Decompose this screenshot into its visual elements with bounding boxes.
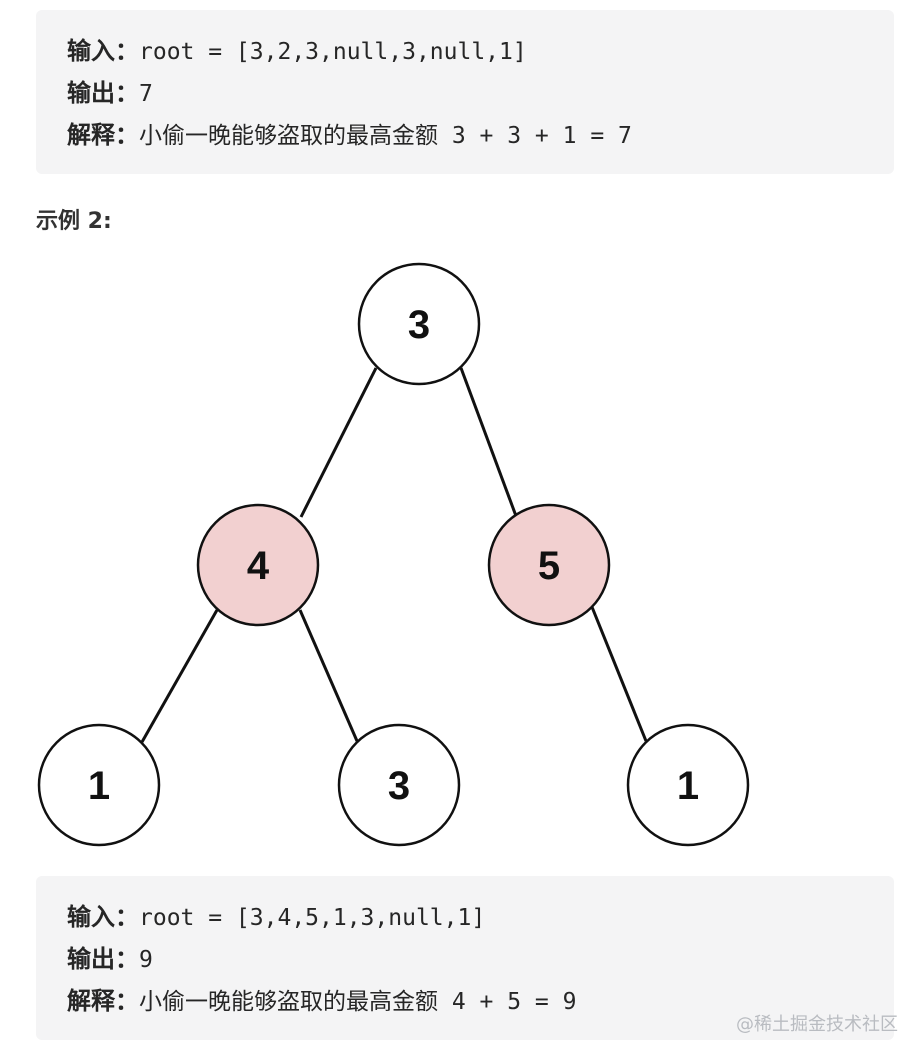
input-label: 输入： — [67, 37, 139, 65]
tree-edges — [140, 367, 648, 743]
explain-label: 解释： — [67, 987, 139, 1015]
explain-text: 小偷一晚能够盗取的最高金额 — [139, 123, 438, 149]
explain-expression: 3 + 3 + 1 = 7 — [438, 123, 632, 149]
input-label: 输入： — [67, 903, 139, 931]
tree-node-left: 4 — [196, 503, 320, 627]
node-circle-right — [487, 503, 611, 627]
example-2-explain-line: 解释：小偷一晚能够盗取的最高金额 4 + 5 = 9 — [67, 980, 894, 1022]
example-1-explain-line: 解释：小偷一晚能够盗取的最高金额 3 + 3 + 1 = 7 — [67, 114, 894, 156]
edge-root-left — [299, 367, 378, 518]
node-circle-root — [357, 262, 481, 386]
example-2-output-line: 输出：9 — [67, 938, 894, 980]
explain-expression: 4 + 5 = 9 — [438, 989, 577, 1015]
example-2-heading: 示例 2: — [36, 209, 112, 234]
tree-node-root: 3 — [357, 262, 481, 386]
tree-node-left-right: 3 — [337, 723, 461, 847]
node-circle-left-right — [337, 723, 461, 847]
edge-left-leftright — [298, 609, 359, 742]
edge-root-right — [459, 367, 518, 517]
node-circle-left-left — [37, 723, 161, 847]
input-value: root = [3,2,3,null,3,null,1] — [139, 39, 527, 65]
tree-node-right-right: 1 — [626, 723, 750, 847]
node-circle-left — [196, 503, 320, 627]
edge-right-rightright — [590, 606, 648, 742]
example-2-box: 输入：root = [3,4,5,1,3,null,1] 输出：9 解释：小偷一… — [36, 876, 894, 1040]
example-2-input-line: 输入：root = [3,4,5,1,3,null,1] — [67, 896, 894, 938]
tree-node-right: 5 — [487, 503, 611, 627]
edge-left-leftleft — [140, 609, 219, 743]
node-circle-right-right — [626, 723, 750, 847]
example-1-input-line: 输入：root = [3,2,3,null,3,null,1] — [67, 30, 894, 72]
output-label: 输出： — [67, 79, 139, 107]
output-label: 输出： — [67, 945, 139, 973]
input-value: root = [3,4,5,1,3,null,1] — [139, 905, 486, 931]
node-label-right: 5 — [538, 544, 560, 588]
output-value: 7 — [139, 81, 153, 107]
node-label-root: 3 — [408, 303, 430, 347]
explain-label: 解释： — [67, 121, 139, 149]
example-1-output-line: 输出：7 — [67, 72, 894, 114]
node-label-right-right: 1 — [677, 764, 699, 808]
explain-text: 小偷一晚能够盗取的最高金额 — [139, 989, 438, 1015]
node-label-left: 4 — [247, 544, 270, 588]
node-label-left-right: 3 — [388, 764, 410, 808]
node-label-left-left: 1 — [88, 764, 110, 808]
binary-tree-diagram: 3 4 5 1 3 1 — [37, 262, 750, 847]
tree-node-left-left: 1 — [37, 723, 161, 847]
watermark: @稀土掘金技术社区 — [736, 1014, 898, 1035]
example-1-box: 输入：root = [3,2,3,null,3,null,1] 输出：7 解释：… — [36, 10, 894, 174]
output-value: 9 — [139, 947, 153, 973]
